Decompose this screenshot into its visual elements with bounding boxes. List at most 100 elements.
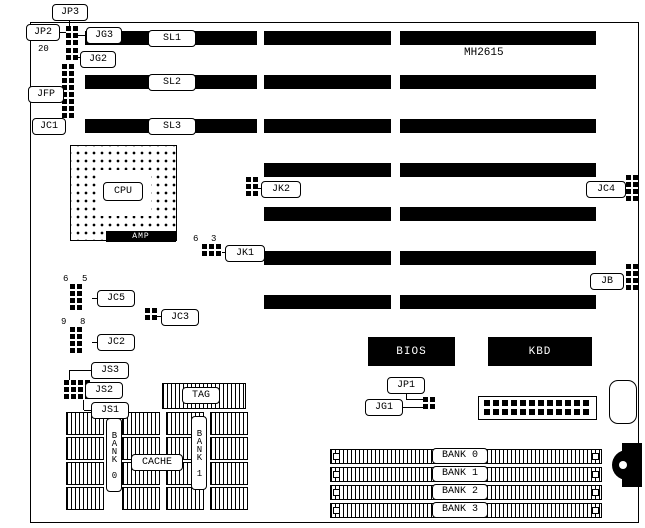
js-jumper-block-a (64, 380, 76, 399)
board-outline (30, 22, 639, 523)
jc1-label: JC1 (32, 118, 66, 135)
jc2-pin-header (70, 327, 82, 353)
pointer-line (60, 32, 66, 33)
cache-sram-chip (66, 487, 104, 510)
jfp-label: JFP (28, 86, 64, 103)
cache-sram-chip (210, 437, 248, 460)
cache-sram-chip (122, 487, 160, 510)
pointer-line (257, 188, 262, 189)
pointer-line (70, 370, 91, 371)
simm-bank0-label: BANK 0 (432, 448, 488, 464)
cache-sram-chip (210, 412, 248, 435)
jk1-connector (202, 244, 221, 256)
cache-label: CACHE (131, 454, 183, 471)
cpu-label: CPU (103, 182, 143, 201)
slot-row7-isa-segment-b (400, 295, 596, 309)
jc5-pin5-number: 5 (82, 274, 88, 284)
cache-sram-chip (210, 487, 248, 510)
din-barrel-icon (612, 450, 642, 480)
pointer-line (403, 407, 423, 408)
jg2-label: JG2 (80, 51, 116, 68)
part-number: MH2615 (464, 47, 504, 59)
slot-row4-isa-segment-a (264, 163, 391, 177)
pointer-line (157, 316, 161, 317)
pointer-line (92, 298, 97, 299)
simm-latch-icon (333, 471, 340, 478)
tag-label: TAG (182, 387, 220, 404)
cache-sram-chip (210, 462, 248, 485)
slot-sl3-isa-segment-a (264, 119, 391, 133)
slot-sl2-isa-segment-a (264, 75, 391, 89)
jc2-label: JC2 (97, 334, 135, 351)
js1-label: JS1 (91, 402, 129, 419)
simm-latch-icon (592, 453, 599, 460)
din-hole-icon (619, 461, 627, 469)
bios-chip: BIOS (368, 337, 455, 366)
jp1-label: JP1 (387, 377, 425, 394)
simm-latch-icon (333, 507, 340, 514)
jc4-connector (626, 175, 638, 201)
cache-bank1-label: BANK 1 (191, 416, 207, 490)
slot-sl1-isa-segment-b (400, 31, 596, 45)
pointer-line (84, 410, 91, 411)
cache-bank0-label: BANK 0 (106, 418, 122, 492)
pointer-line (78, 57, 80, 58)
pointer-line (69, 370, 70, 380)
js3-label: JS3 (91, 362, 129, 379)
jk1-label: JK1 (225, 245, 265, 262)
slot-row7-isa-segment-a (264, 295, 391, 309)
slot-row4-isa-segment-b (400, 163, 596, 177)
jb-connector (626, 264, 638, 290)
simm-latch-icon (333, 453, 340, 460)
simm-bank1-label: BANK 1 (432, 466, 488, 482)
sl1-label: SL1 (148, 30, 196, 47)
pointer-line (69, 20, 70, 26)
jk2-connector (246, 177, 258, 196)
sl3-label: SL3 (148, 118, 196, 135)
sl2-label: SL2 (148, 74, 196, 91)
external-connector-outline (609, 380, 637, 424)
pointer-line (406, 399, 424, 400)
jk1-pin6-number: 6 (193, 234, 199, 244)
pointer-line (406, 394, 407, 400)
jk2-label: JK2 (261, 181, 301, 198)
keyboard-din-connector (612, 442, 642, 488)
jc2-pin9-number: 9 (61, 317, 67, 327)
jc5-pin-header (70, 284, 82, 310)
jg2-jumper-block (66, 48, 78, 60)
jp3-label: JP3 (52, 4, 88, 21)
slot-row6-isa-segment-a (264, 251, 391, 265)
jb-label: JB (590, 273, 624, 290)
slot-sl2-isa-segment-b (400, 75, 596, 89)
jc5-label: JC5 (97, 290, 135, 307)
simm-latch-icon (592, 471, 599, 478)
simm-latch-icon (333, 489, 340, 496)
power-connector-pins (484, 400, 589, 415)
jfp-pin-number: 20 (38, 44, 49, 54)
simm-bank3-label: BANK 3 (432, 502, 488, 518)
js2-label: JS2 (85, 382, 123, 399)
jp2-label: JP2 (26, 24, 60, 41)
cache-sram-chip (66, 437, 104, 460)
pointer-line (78, 35, 86, 36)
jp3-jumper-block (66, 26, 78, 45)
simm-latch-icon (592, 507, 599, 514)
slot-row6-isa-segment-b (400, 251, 596, 265)
jg1-label: JG1 (365, 399, 403, 416)
jk1-pin3-number: 3 (211, 234, 217, 244)
pointer-line (222, 252, 225, 253)
cache-sram-chip (66, 462, 104, 485)
pointer-line (83, 400, 84, 410)
slot-row5-isa-segment-a (264, 207, 391, 221)
jc2-pin8-number: 8 (80, 317, 86, 327)
jg3-label: JG3 (86, 27, 122, 44)
pointer-line (92, 342, 97, 343)
simm-latch-icon (592, 489, 599, 496)
jg1-jp1-connector (423, 397, 435, 409)
jc5-pin6-number: 6 (63, 274, 69, 284)
slot-row5-isa-segment-b (400, 207, 596, 221)
cache-sram-chip (166, 487, 204, 510)
slot-sl1-isa-segment-a (264, 31, 391, 45)
keyboard-controller-chip: KBD (488, 337, 592, 366)
